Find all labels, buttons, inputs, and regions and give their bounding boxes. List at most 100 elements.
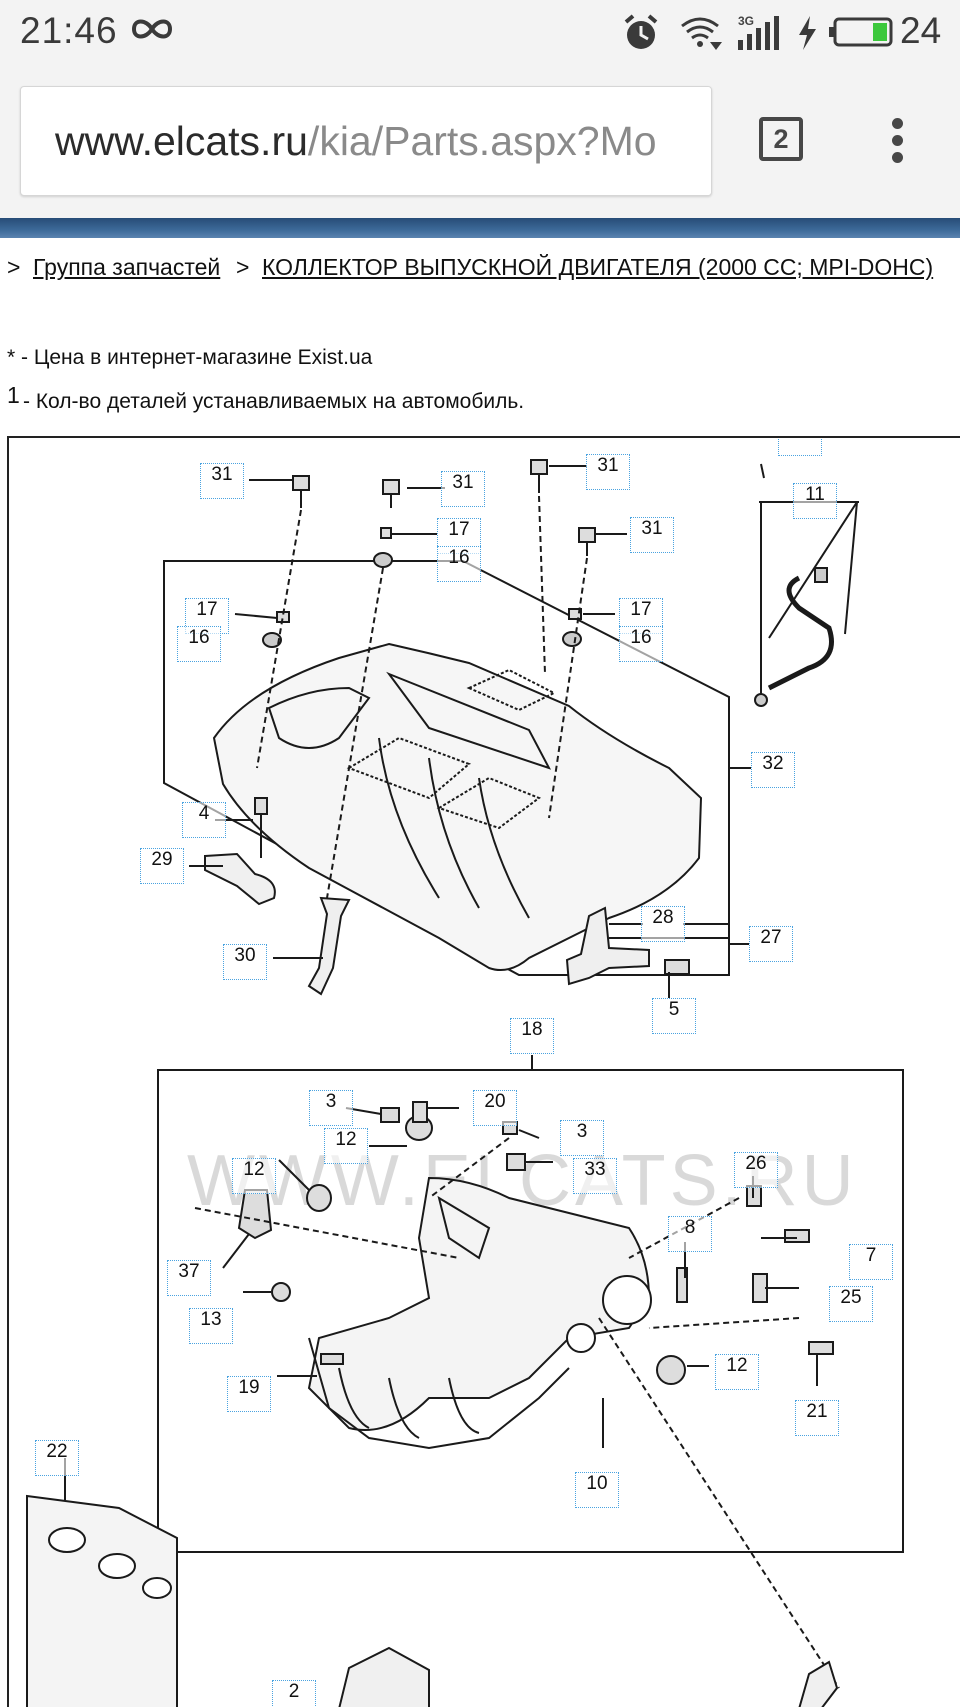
callout-18[interactable]: 18 [510,1018,554,1054]
callout-32[interactable]: 32 [751,752,795,788]
callout-2[interactable]: 2 [272,1680,316,1707]
manifold-frame [157,1069,904,1553]
wifi-icon [678,14,722,57]
breadcrumb-parts-group[interactable]: Группа запчастей [33,254,221,280]
callout-8[interactable]: 8 [668,1216,712,1252]
runner-ports [338,1367,480,1439]
breadcrumb: > Группа запчастей > КОЛЛЕКТОР ВЫПУСКНОЙ… [0,254,960,286]
dash-sensor [194,1207,460,1259]
manifold-runners [308,1337,570,1450]
breadcrumb-separator: > [236,254,250,280]
callout-22[interactable]: 22 [35,1440,79,1476]
callout-28[interactable]: 28 [641,906,685,942]
callout-10[interactable]: 10 [575,1472,619,1508]
status-time: 21:46 [20,10,118,51]
callout-27[interactable]: 27 [749,926,793,962]
bracket-29 [204,852,276,906]
gasket-port-2 [98,1553,136,1579]
pcv-hose [767,575,834,691]
leader-17b [234,613,278,619]
callout-12[interactable]: 12 [715,1354,759,1390]
dash-rod [598,1317,840,1689]
cover-mesh-3 [466,668,557,712]
menu-dot [892,152,903,163]
callout-30[interactable]: 30 [223,944,267,980]
site-header-bar [0,218,960,238]
callout-12[interactable]: 12 [324,1128,368,1164]
grommet-16b [262,632,282,648]
status-bar: 21:46 3G 24 [0,0,960,70]
callout-16[interactable]: 16 [177,626,221,662]
callout-15[interactable]: 15 [778,438,822,456]
charging-icon [795,14,819,57]
dash-21 [648,1317,800,1329]
overflow-menu-icon[interactable] [884,116,912,164]
signal-icon [736,14,782,57]
dash-bolt3 [428,1137,510,1199]
url-bar[interactable]: www.elcats.ru/kia/Parts.aspx?Mo [20,86,712,196]
callout-19[interactable]: 19 [227,1376,271,1412]
url-text[interactable]: www.elcats.ru/kia/Parts.aspx?Mo [55,118,657,165]
network-type: 3G [738,14,755,28]
cover-rib-3 [478,777,530,919]
manifold-body [307,1176,651,1431]
callout-33[interactable]: 33 [573,1158,617,1194]
leader-12a [278,1159,310,1191]
battery-percent: 24 [900,10,942,51]
bolt-4 [254,797,268,815]
callout-7[interactable]: 7 [849,1244,893,1280]
callout-12[interactable]: 12 [232,1158,276,1194]
callout-16[interactable]: 16 [437,546,481,582]
breadcrumb-current-section[interactable]: КОЛЛЕКТОР ВЫПУСКНОЙ ДВИГАТЕЛЯ (2000 CC; … [262,254,934,280]
bolt-head-31b [382,479,400,495]
menu-dot [892,135,903,146]
callout-3[interactable]: 3 [309,1090,353,1126]
dash-31d [548,557,588,819]
leader-15 [760,463,765,479]
leader-3b [518,1129,540,1139]
callout-21[interactable]: 21 [795,1400,839,1436]
plug-12a [306,1184,332,1212]
engine-cover [212,642,703,971]
qty-note-mark: 1 [7,382,20,408]
rod-end [798,1660,839,1707]
callout-16[interactable]: 16 [619,626,663,662]
dash-31a [256,509,302,769]
leader-37 [222,1233,250,1269]
callout-3[interactable]: 3 [560,1120,604,1156]
callout-5[interactable]: 5 [652,998,696,1034]
callout-20[interactable]: 20 [473,1090,517,1126]
url-host: www.elcats.ru [55,118,308,164]
grommet-17c [568,608,582,620]
diagram-drawing [26,459,904,1707]
callout-26[interactable]: 26 [734,1152,778,1188]
hose-end [754,693,768,707]
grommet-16a [373,552,393,568]
callout-31[interactable]: 31 [586,454,630,490]
stud-19 [320,1353,344,1365]
cover-mesh-2 [436,776,542,830]
alarm-icon [623,14,659,57]
throttle-port [602,1275,652,1325]
bolt-5 [664,959,690,975]
callout-25[interactable]: 25 [829,1286,873,1322]
callout-31[interactable]: 31 [630,517,674,553]
part-2 [338,1646,430,1707]
cover-mesh-1 [346,736,471,800]
tab-switcher-button[interactable]: 2 [759,117,803,161]
callout-31[interactable]: 31 [441,471,485,507]
sensor-37 [237,1189,273,1240]
callout-4[interactable]: 4 [182,802,226,838]
callout-17[interactable]: 17 [185,598,229,634]
callout-13[interactable]: 13 [189,1308,233,1344]
url-path: /kia/Parts.aspx?Mo [307,118,657,164]
callout-11[interactable]: 11 [793,483,837,519]
bolt-head-31a [292,475,310,491]
dash-31c [538,495,546,675]
cover-opening-2 [386,671,552,770]
callout-37[interactable]: 37 [167,1260,211,1296]
price-note: - Цена в интернет-магазине Exist.ua [21,346,373,369]
grommet-17a [380,527,392,539]
callout-31[interactable]: 31 [200,463,244,499]
callout-29[interactable]: 29 [140,848,184,884]
